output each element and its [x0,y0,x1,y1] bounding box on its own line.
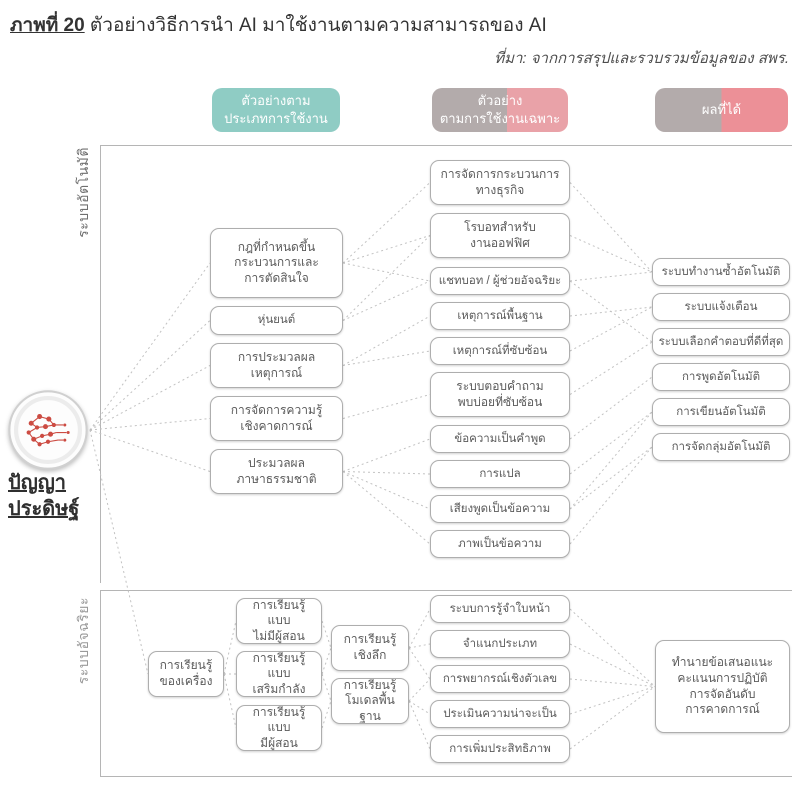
node-auto-repetitive-system: ระบบทำงานซ้ำอัตโนมัติ [652,258,790,286]
node-text-to-speech: ข้อความเป็นคำพูด [430,425,570,453]
column-header-results: ผลที่ได้ [655,88,788,132]
node-complex-events: เหตุการณ์ที่ซับซ้อน [430,337,570,365]
node-face-recognition: ระบบการรู้จำใบหน้า [430,595,570,623]
section-intelligent-frame [100,590,792,777]
figure-number: ภาพที่ 20 [10,15,85,36]
node-prediction-outcomes: ทำนายข้อเสนอแนะ คะแนนการปฏิบัติ การจัดอั… [655,640,790,733]
column-header-usage-type: ตัวอย่างตาม ประเภทการใช้งาน [212,88,340,132]
node-unsupervised-learning: การเรียนรู้แบบ ไม่มีผู้สอน [236,598,322,644]
figure-source: ที่มา: จากการสรุปและรวบรวมข้อมูลของ สพร. [494,50,789,67]
node-supervised-learning: การเรียนรู้แบบ มีผู้สอน [236,705,322,751]
ai-brain-icon [6,388,90,472]
node-robots: หุ่นยนต์ [210,306,343,335]
node-probability-estimation: ประเมินความน่าจะเป็น [430,700,570,728]
node-best-answer-system: ระบบเลือกคำตอบที่ดีที่สุด [652,328,790,356]
node-nlp: ประมวลผล ภาษาธรรมชาติ [210,449,343,494]
node-deep-learning: การเรียนรู้ เชิงลึก [331,625,409,671]
column-header-specific-use: ตัวอย่าง ตามการใช้งานเฉพาะ [432,88,568,132]
node-reinforcement-learning: การเรียนรู้แบบ เสริมกำลัง [236,651,322,697]
ai-label: ปัญญา ประดิษฐ์ [8,472,80,520]
node-foundation-model: การเรียนรู้ โมเดลพื้นฐาน [331,678,409,724]
node-image-to-text: ภาพเป็นข้อความ [430,530,570,558]
node-office-robot: โรบอทสำหรับ งานออฟฟิศ [430,213,570,258]
node-chatbot-assistant: แชทบอท / ผู้ช่วยอัจฉริยะ [430,267,570,295]
node-predictive-knowledge: การจัดการความรู้ เชิงคาดการณ์ [210,396,343,441]
node-speech-to-text: เสียงพูดเป็นข้อความ [430,495,570,523]
node-optimization: การเพิ่มประสิทธิภาพ [430,735,570,763]
section-label-automation: ระบบอัตโนมัติ [75,147,91,238]
node-rules-processes-decisions: กฎที่กำหนดขึ้น กระบวนการและ การตัดสินใจ [210,228,343,298]
figure-title: ภาพที่ 20 ตัวอย่างวิธีการนำ AI มาใช้งานต… [10,10,547,40]
node-basic-events: เหตุการณ์พื้นฐาน [430,302,570,330]
node-event-processing: การประมวลผล เหตุการณ์ [210,343,343,388]
node-numeric-forecasting: การพยากรณ์เชิงตัวเลข [430,665,570,693]
node-auto-grouping: การจัดกลุ่มอัตโนมัติ [652,433,790,461]
node-business-process-management: การจัดการกระบวนการ ทางธุรกิจ [430,160,570,205]
node-notification-system: ระบบแจ้งเตือน [652,293,790,321]
node-auto-writing: การเขียนอัตโนมัติ [652,398,790,426]
node-auto-speech: การพูดอัตโนมัติ [652,363,790,391]
node-classification: จำแนกประเภท [430,630,570,658]
node-machine-learning: การเรียนรู้ ของเครื่อง [148,651,224,697]
section-label-intelligent: ระบบอัจฉริยะ [75,597,91,685]
node-complex-faq-system: ระบบตอบคำถาม พบบ่อยที่ซับซ้อน [430,372,570,417]
node-translation: การแปล [430,460,570,488]
figure-title-text: ตัวอย่างวิธีการนำ AI มาใช้งานตามความสามา… [84,15,547,36]
